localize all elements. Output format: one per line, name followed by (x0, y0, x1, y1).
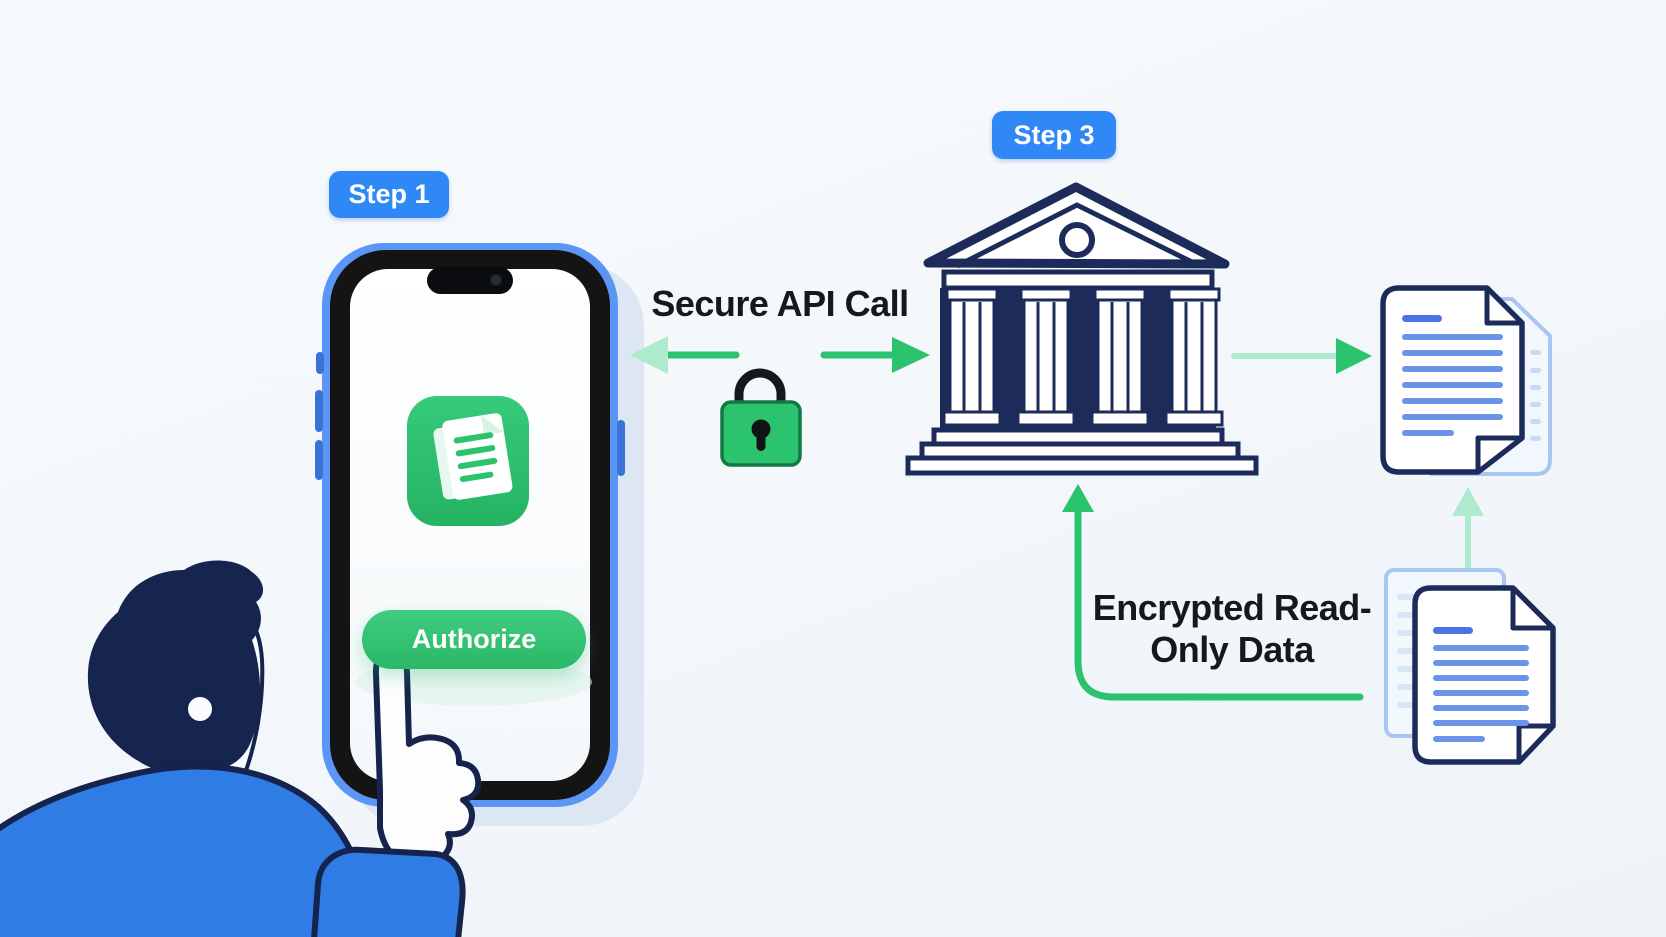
arrow-head-right (892, 337, 930, 373)
bank-building-icon (905, 182, 1259, 476)
phone-mute-switch (316, 352, 324, 374)
step-3-badge: Step 3 (992, 111, 1116, 159)
bank-to-document-arrow (1231, 338, 1372, 374)
person-hair (87, 560, 264, 774)
document-stack-up-arrow (1452, 487, 1484, 575)
document-fold-bottom (1475, 435, 1525, 475)
step-1-badge: Step 1 (329, 171, 449, 218)
lock-keyhole (751, 419, 771, 439)
document-icon (1380, 285, 1552, 476)
green-document-app-icon[interactable] (407, 396, 529, 526)
arrow-head (1336, 338, 1372, 374)
stack-fold-bottom (1516, 723, 1556, 765)
bank-columns (942, 287, 1224, 427)
lock-icon (720, 368, 802, 467)
lock-keyhole-stem (756, 433, 766, 451)
stack-fold-top (1510, 585, 1556, 631)
authorize-button[interactable]: Authorize (362, 610, 586, 669)
person-sleeve (311, 846, 466, 937)
person-ear (184, 693, 216, 725)
smartphone-frame (315, 243, 644, 826)
data-flow-elbow-arrow (1062, 484, 1364, 701)
document-text-lines (1402, 315, 1503, 436)
secure-api-arrow-right (820, 337, 930, 373)
stack-text-lines (1433, 627, 1529, 742)
lock-shackle (734, 368, 786, 411)
arrow-head (1062, 484, 1094, 512)
arrow-head-left (630, 336, 668, 374)
bank-column-flutes (962, 302, 1204, 411)
arrow-head (1452, 487, 1484, 516)
dynamic-island (427, 267, 513, 294)
front-camera-dot (490, 274, 502, 286)
document-stack-icon (1384, 568, 1556, 765)
bank-pediment-inner-line (955, 202, 1202, 269)
secure-api-arrow-left (630, 336, 740, 374)
phone-volume-up-button (315, 390, 323, 432)
document-back-page-marks (1530, 350, 1541, 441)
bank-architrave (941, 269, 1215, 291)
encrypted-read-only-data-label: Encrypted Read-Only Data (1092, 587, 1372, 670)
phone-power-button (617, 420, 625, 476)
secure-api-call-label: Secure API Call (651, 283, 909, 324)
elbow-line (1074, 506, 1364, 701)
bank-steps (905, 427, 1259, 476)
phone-volume-down-button (315, 440, 323, 480)
document-fold-top (1484, 285, 1525, 326)
bank-pediment-circle (1059, 222, 1095, 258)
button-glow (356, 658, 592, 706)
